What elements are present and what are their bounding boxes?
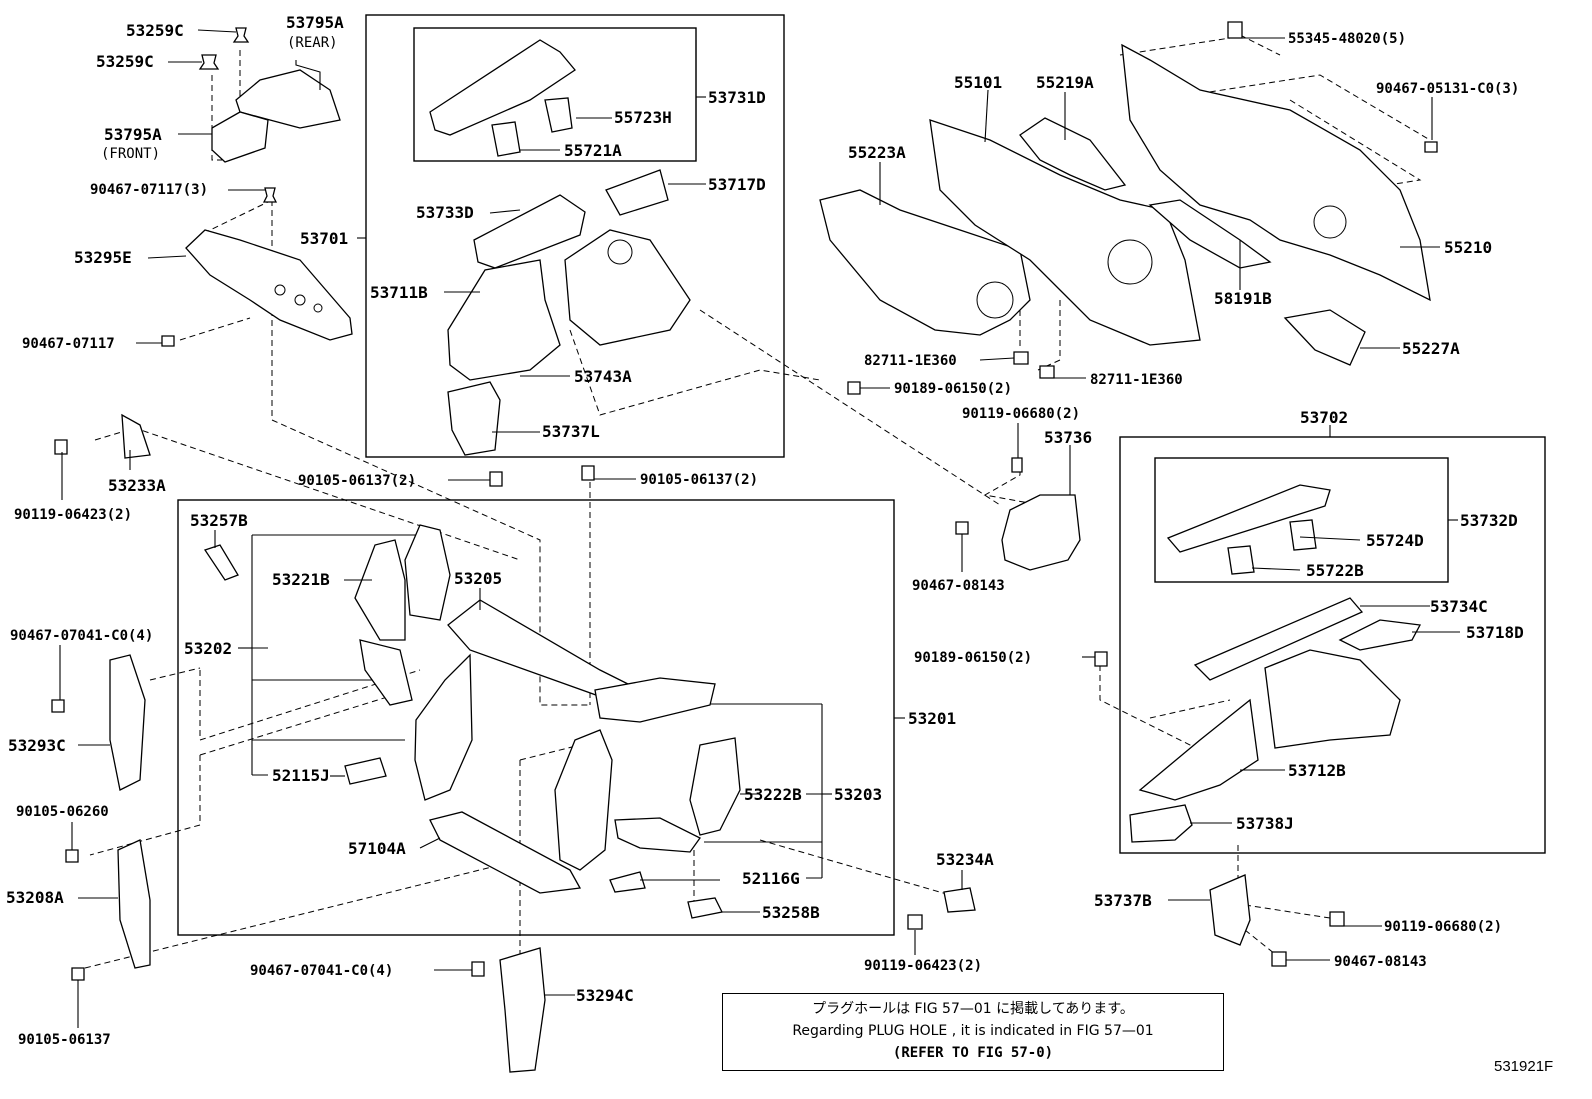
- label-53257b: 53257B: [190, 511, 248, 530]
- label-front: (FRONT): [101, 146, 160, 162]
- plug-hole-note: プラグホールは FIG 57—01 に掲載してあります。 Regarding P…: [722, 993, 1224, 1071]
- label-55721a: 55721A: [564, 141, 622, 160]
- label-rear: (REAR): [287, 35, 338, 51]
- bracket-53203: [704, 703, 823, 879]
- label-53743a: 53743A: [574, 367, 632, 386]
- label-53795a-front: 53795A: [104, 125, 162, 144]
- label-53294c: 53294C: [576, 986, 634, 1005]
- label-53734c: 53734C: [1430, 597, 1488, 616]
- label-53718d: 53718D: [1466, 623, 1524, 642]
- label-90105-06260: 90105-06260: [16, 804, 109, 820]
- leader-lines: [59, 29, 1460, 1028]
- label-53733d: 53733D: [416, 203, 474, 222]
- label-53208a: 53208A: [6, 888, 64, 907]
- label-53222b: 53222B: [744, 785, 802, 804]
- group-box-53701: [365, 14, 785, 458]
- label-90467-08143-b: 90467-08143: [1334, 954, 1427, 970]
- bracket-53202: [251, 534, 420, 776]
- label-55219a: 55219A: [1036, 73, 1094, 92]
- label-53293c: 53293C: [8, 736, 66, 755]
- label-53732d: 53732D: [1460, 511, 1518, 530]
- group-box-53702: [1119, 436, 1546, 854]
- label-53702: 53702: [1300, 408, 1348, 427]
- note-japanese: プラグホールは FIG 57—01 に掲載してあります。: [812, 1001, 1134, 1017]
- label-53258b: 53258B: [762, 903, 820, 922]
- label-82711-1e360-b: 82711-1E360: [1090, 372, 1183, 388]
- label-53295e: 53295E: [74, 248, 132, 267]
- label-90467-05131-c0-3: 90467-05131-C0(3): [1376, 81, 1519, 97]
- label-90467-08143-a: 90467-08143: [912, 578, 1005, 594]
- label-55345-48020-5: 55345-48020(5): [1288, 31, 1406, 47]
- label-90105-06137-2-a: 90105-06137(2): [298, 473, 416, 489]
- label-53738j: 53738J: [1236, 814, 1294, 833]
- label-90467-07117-3: 90467-07117(3): [90, 182, 208, 198]
- label-53795a-rear: 53795A: [286, 13, 344, 32]
- label-55101: 55101: [954, 73, 1002, 92]
- part-drawings: [51, 21, 1438, 1073]
- label-55223a: 55223A: [848, 143, 906, 162]
- label-53711b: 53711B: [370, 283, 428, 302]
- part-labels: 53259C 53259C 53795A (REAR) 53795A (FRON…: [6, 13, 1524, 1048]
- label-53731d: 53731D: [708, 88, 766, 107]
- label-53701: 53701: [300, 229, 348, 248]
- figure-id: 531921F: [1494, 1058, 1554, 1075]
- dashed-assembly-lines: [84, 34, 1431, 969]
- label-57104a: 57104A: [348, 839, 406, 858]
- label-55227a: 55227A: [1402, 339, 1460, 358]
- label-82711-1e360-a: 82711-1E360: [864, 353, 957, 369]
- label-53203: 53203: [834, 785, 882, 804]
- label-55724d: 55724D: [1366, 531, 1424, 550]
- group-box-53732d: [1154, 457, 1449, 583]
- label-53205: 53205: [454, 569, 502, 588]
- label-90105-06137: 90105-06137: [18, 1032, 111, 1048]
- label-53259c-a: 53259C: [126, 21, 184, 40]
- label-90189-06150-2-a: 90189-06150(2): [894, 381, 1012, 397]
- label-53712b: 53712B: [1288, 761, 1346, 780]
- note-reference: (REFER TO FIG 57-0): [892, 1045, 1054, 1061]
- label-90189-06150-2-b: 90189-06150(2): [914, 650, 1032, 666]
- label-90119-06680-2-b: 90119-06680(2): [1384, 919, 1502, 935]
- label-90119-06423-2-a: 90119-06423(2): [14, 507, 132, 523]
- label-53233a: 53233A: [108, 476, 166, 495]
- label-90119-06423-2-b: 90119-06423(2): [864, 958, 982, 974]
- label-53717d: 53717D: [708, 175, 766, 194]
- label-53737l: 53737L: [542, 422, 600, 441]
- label-90105-06137-2-b: 90105-06137(2): [640, 472, 758, 488]
- label-90467-07041-c0-4-a: 90467-07041-C0(4): [10, 628, 153, 644]
- label-55210: 55210: [1444, 238, 1492, 257]
- label-90467-07117: 90467-07117: [22, 336, 115, 352]
- label-58191b: 58191B: [1214, 289, 1272, 308]
- label-53201: 53201: [908, 709, 956, 728]
- label-52115j: 52115J: [272, 766, 330, 785]
- label-53737b: 53737B: [1094, 891, 1152, 910]
- label-53221b: 53221B: [272, 570, 330, 589]
- label-52116g: 52116G: [742, 869, 800, 888]
- label-55723h: 55723H: [614, 108, 672, 127]
- label-53202: 53202: [184, 639, 232, 658]
- label-55722b: 55722B: [1306, 561, 1364, 580]
- label-53736: 53736: [1044, 428, 1092, 447]
- note-english: Regarding PLUG HOLE , it is indicated in…: [792, 1023, 1154, 1039]
- label-90467-07041-c0-4-b: 90467-07041-C0(4): [250, 963, 393, 979]
- label-53234a: 53234A: [936, 850, 994, 869]
- label-90119-06680-2-a: 90119-06680(2): [962, 406, 1080, 422]
- label-53259c-b: 53259C: [96, 52, 154, 71]
